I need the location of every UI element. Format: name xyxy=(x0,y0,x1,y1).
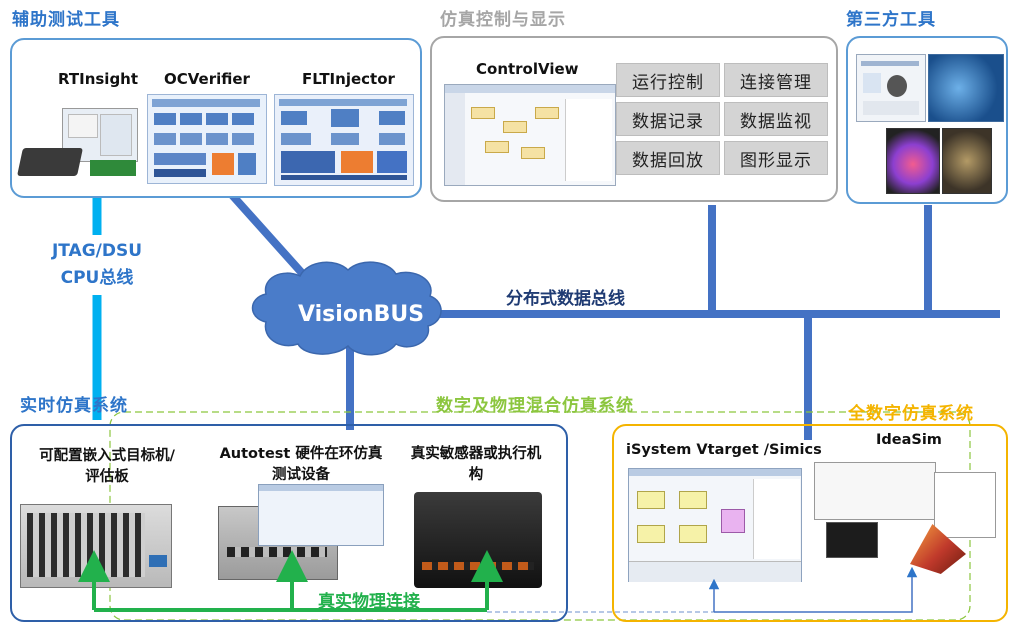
third-party-screenshot-2 xyxy=(928,54,1004,122)
visionbus-label: VisionBUS xyxy=(298,302,425,327)
third-party-screenshot-4 xyxy=(942,128,992,194)
fltinjector-label: FLTInjector xyxy=(302,70,395,88)
graphics-display-button[interactable]: 图形显示 xyxy=(724,141,828,175)
ideasim-screenshot xyxy=(814,462,1000,580)
digital-link-line xyxy=(714,566,918,613)
full-digital-panel: iSystem Vtarget /Simics IdeaSim xyxy=(612,424,1008,622)
ocverifier-label: OCVerifier xyxy=(164,70,250,88)
sim-control-title: 仿真控制与显示 xyxy=(440,10,566,30)
embedded-target-label: 可配置嵌入式目标机/评估板 xyxy=(39,448,175,485)
realtime-system-panel: 可配置嵌入式目标机/评估板 Autotest 硬件在环仿真测试设备 真实敏感器或… xyxy=(10,424,568,622)
visionbus-cloud xyxy=(251,261,442,356)
third-party-screenshot-1 xyxy=(856,54,926,122)
aux-tools-panel: RTInsight OCVerifier FLTInjector xyxy=(10,38,422,198)
rtinsight-label: RTInsight xyxy=(58,70,139,88)
third-party-title: 第三方工具 xyxy=(846,10,936,30)
data-recording-button[interactable]: 数据记录 xyxy=(616,102,720,136)
third-party-panel xyxy=(846,36,1008,204)
sim-control-panel: ControlView 运行控制 连接管理 数据记录 数据监视 数据回放 图形显… xyxy=(430,36,838,202)
third-party-screenshot-3 xyxy=(886,128,940,194)
data-playback-button[interactable]: 数据回放 xyxy=(616,141,720,175)
aux-tools-title: 辅助测试工具 xyxy=(12,10,120,30)
distributed-bus-label: 分布式数据总线 xyxy=(506,289,625,309)
rtinsight-device-image xyxy=(17,108,140,184)
connection-management-button[interactable]: 连接管理 xyxy=(724,63,828,97)
fltinjector-diagram-image xyxy=(274,94,414,186)
sensor-label: 真实敏感器或执行机构 xyxy=(410,446,542,483)
autotest-label: Autotest 硬件在环仿真测试设备 xyxy=(219,446,383,483)
aux-to-bus-line xyxy=(229,192,313,285)
ideasim-label: IdeaSim xyxy=(876,432,942,448)
isystem-screenshot xyxy=(628,468,802,582)
jtag-label-line2: CPU总线 xyxy=(60,268,134,288)
physical-connection-label: 真实物理连接 xyxy=(318,592,420,612)
jtag-bus-label: JTAG/DSU CPU总线 xyxy=(44,238,150,292)
controlview-screenshot xyxy=(444,84,616,186)
full-digital-title: 全数字仿真系统 xyxy=(848,404,974,424)
run-control-button[interactable]: 运行控制 xyxy=(616,63,720,97)
controlview-label: ControlView xyxy=(476,60,579,78)
realtime-system-title: 实时仿真系统 xyxy=(20,396,128,416)
data-monitoring-button[interactable]: 数据监视 xyxy=(724,102,828,136)
ocverifier-diagram-image xyxy=(147,94,267,184)
jtag-label-line1: JTAG/DSU xyxy=(51,241,143,261)
hybrid-system-title: 数字及物理混合仿真系统 xyxy=(436,396,634,416)
isystem-label: iSystem Vtarget /Simics xyxy=(626,442,822,458)
